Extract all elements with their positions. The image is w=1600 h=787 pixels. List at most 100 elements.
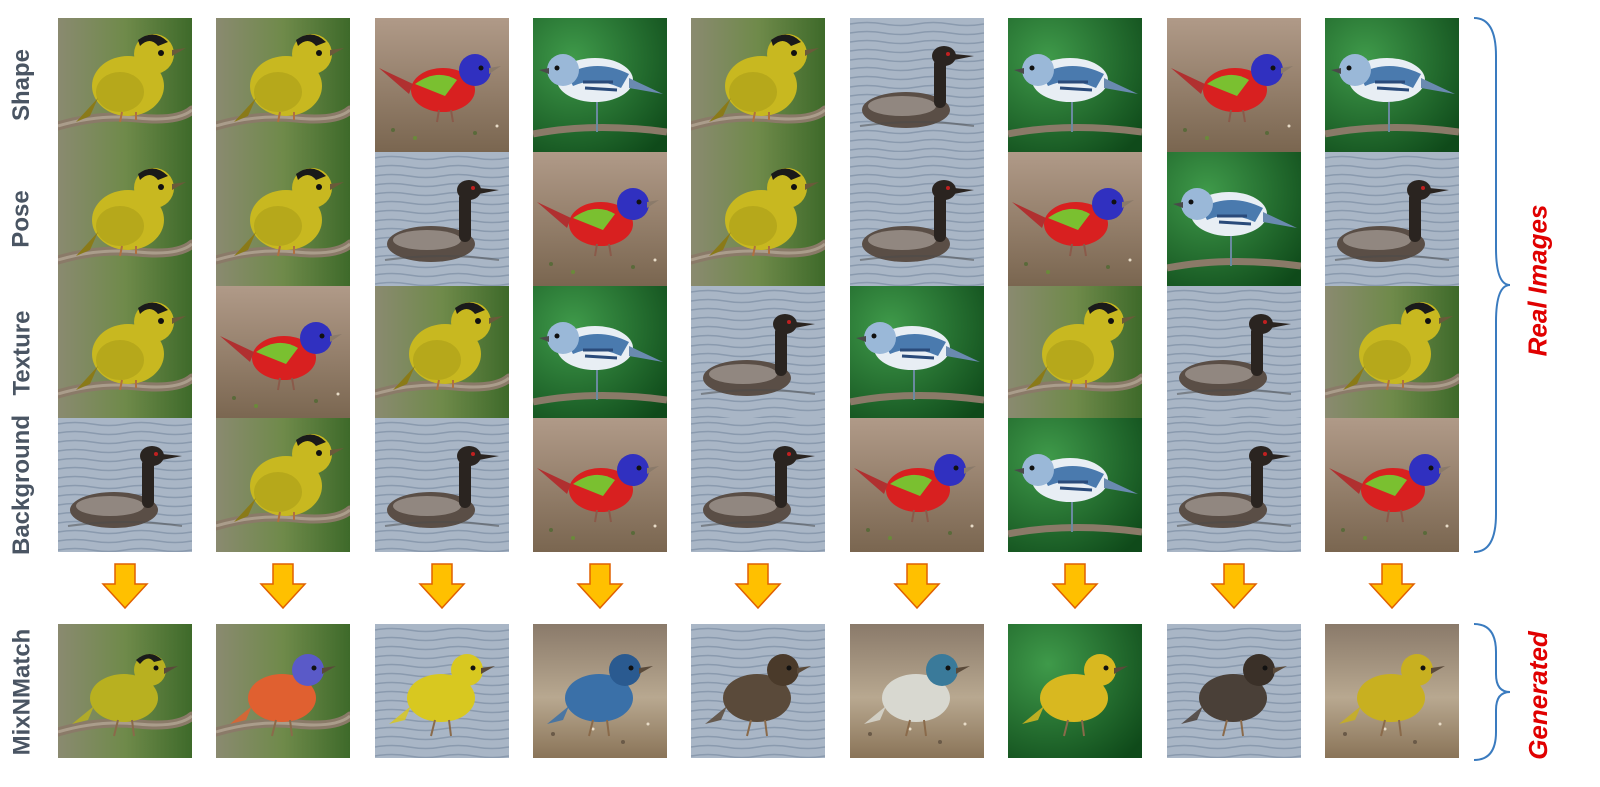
background-image-bunting: [533, 418, 667, 552]
pose-image-warbler: [58, 152, 192, 286]
pose-image-cerulean: [1167, 152, 1301, 286]
pose-image-grebe-art: [850, 152, 984, 286]
pose-image-warbler-art: [691, 152, 825, 286]
generated-image-art: [1008, 624, 1142, 758]
generated-image: [1008, 624, 1142, 758]
generated-image: [1167, 624, 1301, 758]
generated-image: [850, 624, 984, 758]
pose-image-bunting: [533, 152, 667, 286]
shape-image-warbler-art: [216, 18, 350, 152]
row-label-pose: Pose: [0, 152, 44, 286]
texture-image-cerulean-art: [533, 286, 667, 420]
row-label-background-text: Background: [8, 414, 36, 556]
generated-image-art: [533, 624, 667, 758]
down-arrow-icon: [1051, 562, 1099, 610]
shape-image-cerulean-art: [533, 18, 667, 152]
shape-image-warbler: [58, 18, 192, 152]
down-arrow-icon: [734, 562, 782, 610]
shape-image-cerulean: [1325, 18, 1459, 152]
down-arrow-icon: [576, 562, 624, 610]
shape-image-warbler-art: [58, 18, 192, 152]
pose-image-cerulean-art: [1167, 152, 1301, 286]
shape-image-cerulean-art: [1008, 18, 1142, 152]
texture-image-grebe: [1167, 286, 1301, 420]
real-images-text: Real Images: [1522, 204, 1553, 356]
texture-image-bunting: [216, 286, 350, 420]
pose-image-grebe: [1325, 152, 1459, 286]
shape-image-bunting: [375, 18, 509, 152]
texture-image-warbler: [375, 286, 509, 420]
background-image-bunting-art: [850, 418, 984, 552]
row-label-shape: Shape: [0, 18, 44, 152]
background-image-warbler-art: [216, 418, 350, 552]
pose-image-bunting: [1008, 152, 1142, 286]
generated-brace: [1472, 622, 1512, 762]
generated-label: Generated: [1518, 630, 1558, 760]
row-label-shape-text: Shape: [8, 48, 35, 122]
background-image-grebe: [375, 418, 509, 552]
shape-image-bunting-art: [1167, 18, 1301, 152]
generated-image-art: [691, 624, 825, 758]
shape-image-grebe: [850, 18, 984, 152]
background-image-grebe: [58, 418, 192, 552]
down-arrow-icon: [1368, 562, 1416, 610]
background-image-cerulean: [1008, 418, 1142, 552]
background-image-grebe-art: [375, 418, 509, 552]
real-images-brace: [1472, 16, 1512, 554]
background-image-bunting-art: [1325, 418, 1459, 552]
row-label-texture-text: Texture: [8, 310, 36, 396]
pose-image-grebe-art: [375, 152, 509, 286]
generated-image: [691, 624, 825, 758]
texture-image-warbler-art: [375, 286, 509, 420]
texture-image-grebe: [691, 286, 825, 420]
shape-image-cerulean: [1008, 18, 1142, 152]
row-label-background: Background: [0, 414, 44, 556]
background-image-cerulean-art: [1008, 418, 1142, 552]
texture-image-grebe-art: [691, 286, 825, 420]
row-label-generated: MixNMatch: [0, 625, 44, 759]
shape-image-bunting-art: [375, 18, 509, 152]
generated-image-art: [1325, 624, 1459, 758]
pose-image-grebe: [375, 152, 509, 286]
down-arrow-icon: [418, 562, 466, 610]
background-image-warbler: [216, 418, 350, 552]
down-arrow-icon: [101, 562, 149, 610]
pose-image-warbler-art: [58, 152, 192, 286]
generated-image-art: [1167, 624, 1301, 758]
texture-image-warbler-art: [58, 286, 192, 420]
pose-image-warbler-art: [216, 152, 350, 286]
generated-text: Generated: [1522, 630, 1553, 760]
background-image-bunting: [1325, 418, 1459, 552]
shape-image-bunting: [1167, 18, 1301, 152]
row-label-generated-text: MixNMatch: [8, 628, 35, 756]
down-arrow-icon: [259, 562, 307, 610]
texture-image-cerulean-art: [850, 286, 984, 420]
texture-image-cerulean: [533, 286, 667, 420]
generated-image-art: [58, 624, 192, 758]
pose-image-bunting-art: [1008, 152, 1142, 286]
shape-image-warbler-art: [691, 18, 825, 152]
row-label-pose-text: Pose: [8, 190, 35, 248]
background-image-grebe-art: [58, 418, 192, 552]
generated-image: [216, 624, 350, 758]
background-image-grebe: [1167, 418, 1301, 552]
shape-image-grebe-art: [850, 18, 984, 152]
pose-image-warbler: [216, 152, 350, 286]
generated-image-art: [375, 624, 509, 758]
background-image-grebe-art: [1167, 418, 1301, 552]
pose-image-grebe: [850, 152, 984, 286]
background-image-grebe: [691, 418, 825, 552]
background-image-bunting-art: [533, 418, 667, 552]
generated-image: [58, 624, 192, 758]
generated-image: [375, 624, 509, 758]
generated-image: [533, 624, 667, 758]
texture-image-warbler: [1325, 286, 1459, 420]
generated-image-art: [216, 624, 350, 758]
texture-image-warbler: [1008, 286, 1142, 420]
background-image-grebe-art: [691, 418, 825, 552]
down-arrow-icon: [893, 562, 941, 610]
background-image-bunting: [850, 418, 984, 552]
texture-image-cerulean: [850, 286, 984, 420]
shape-image-warbler: [691, 18, 825, 152]
shape-image-warbler: [216, 18, 350, 152]
